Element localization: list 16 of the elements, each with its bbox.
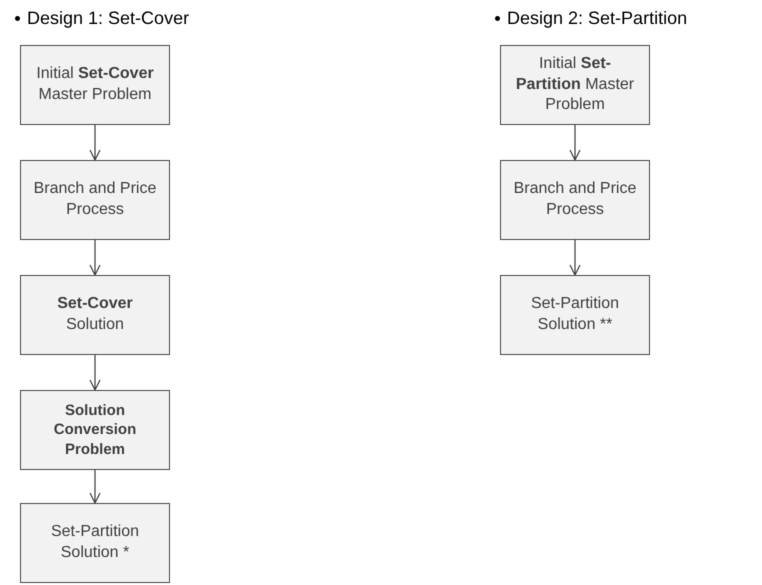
section-heading: Design 1: Set-Cover [27, 8, 190, 29]
arrow [89, 355, 101, 391]
arrow [89, 125, 101, 161]
process-box: Initial Set-Cover Master Problem [20, 45, 170, 125]
arrow [89, 240, 101, 276]
arrow [569, 125, 581, 161]
arrow [89, 470, 101, 504]
process-box: Branch and Price Process [20, 160, 170, 240]
process-box: Set-Partition Solution * [20, 503, 170, 583]
section-heading: Design 2: Set-Partition [507, 8, 688, 29]
process-box: Set-Partition Solution ** [500, 275, 650, 355]
process-box: Initial Set-Partition Master Problem [500, 45, 650, 125]
arrow [569, 240, 581, 276]
process-box: Branch and Price Process [500, 160, 650, 240]
process-box: Set-Cover Solution [20, 275, 170, 355]
process-box: Solution Conversion Problem [20, 390, 170, 470]
